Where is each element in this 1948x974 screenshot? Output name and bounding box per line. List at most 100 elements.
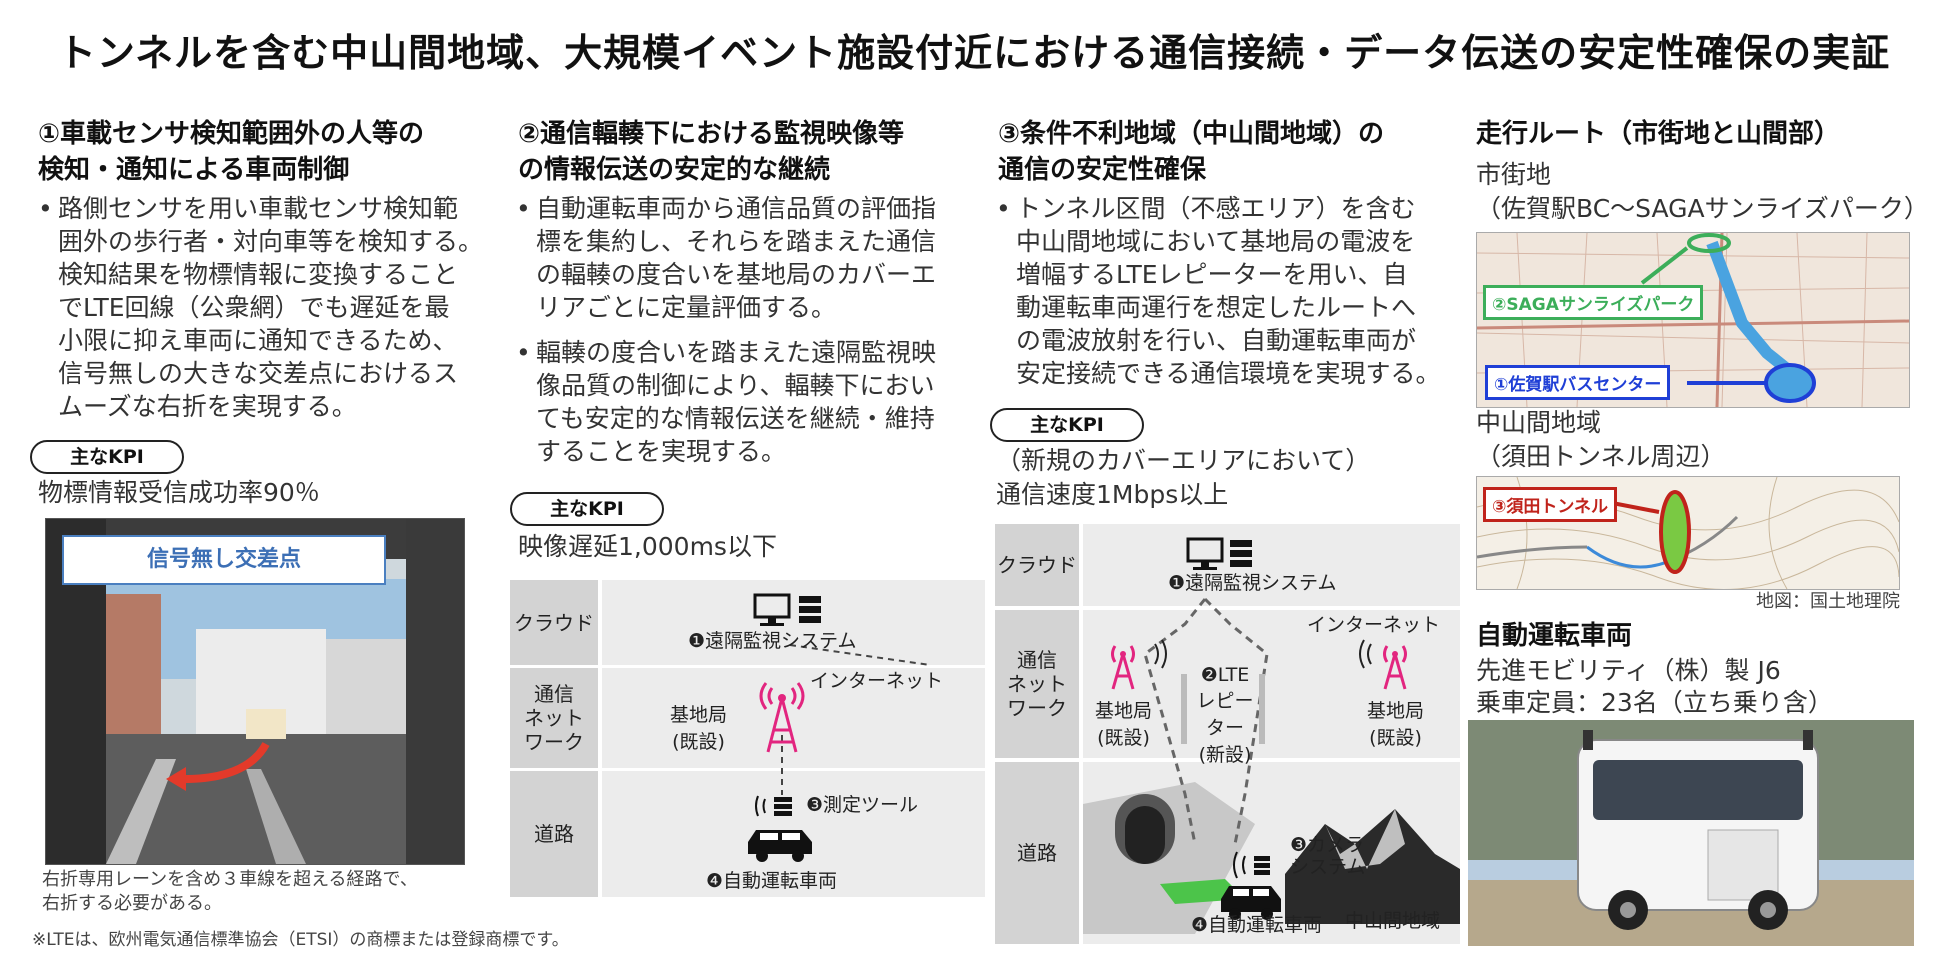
text-line: 安定接続できる通信環境を実現する。 [1016,359,1441,388]
footnote: ※LTEは、欧州電気通信標準協会（ETSI）の商標または登録商標です。 [32,930,569,950]
text-line: 信号無しの大きな交差点におけるス [58,359,459,388]
city-route-label: 市街地 （佐賀駅BC～SAGAサンライズパーク） [1476,158,1946,226]
internet-label: インターネット [1307,614,1441,636]
vehicle-maker: 先進モビリティ（株）製 J6 [1476,656,1781,685]
col2-bullet: 輻輳の度合いを踏まえた遠隔監視映 像品質の制御により、輻輳下におい ても安定的な… [516,336,986,468]
text-line: 中山間地域において基地局の電波を [1016,227,1416,256]
col3-kpi-badge: 主なKPI [990,408,1144,442]
col1-bullets: 路側センサを用い車載センサ検知範 囲外の歩行者・対向車等を検知する。 検知結果を… [38,192,518,423]
text-line: (既設) [1097,727,1150,749]
col1-kpi-badge: 主なKPI [30,440,184,474]
text-line: 路側センサを用い車載センサ検知範 [58,194,459,223]
map-label-bus-center: ①佐賀駅バスセンター [1485,365,1671,400]
col3-heading-line1: ③条件不利地域（中山間地域）の [998,119,1385,149]
col3-diagram-graphics [1083,537,1460,934]
text-line: 小限に抑え車両に通知できるため、 [58,326,458,355]
text-line: 像品質の制御により、輻輳下におい [536,371,935,400]
text-line: リアごとに定量評価する。 [536,293,837,322]
col3-heading-line2: 通信の安定性確保 [998,155,1207,185]
measurement-tool-label: ❸測定ツール [806,794,919,816]
text-line: （須田トンネル周辺） [1476,442,1726,471]
col1-caption: 右折専用レーンを含め３車線を超える経路で、 右折する必要がある。 [42,868,418,916]
text-line: 自動運転車両から通信品質の評価指 [536,194,937,223]
row-label-road: 道路 [510,771,598,897]
col1-heading: ①車載センサ検知範囲外の人等の 検知・通知による車両制御 [38,116,498,188]
text-line: 基地局 [1367,700,1425,722]
text-line: ❷LTE [1200,664,1250,686]
text-line: 囲外の歩行者・対向車等を検知する。 [58,227,484,256]
remote-monitor-label: ❶遠隔監視システム [688,630,857,652]
col3-bullet: トンネル区間（不感エリア）を含む 中山間地域において基地局の電波を 増幅するLT… [996,192,1476,390]
mountain-map: ③須田トンネル [1476,476,1900,590]
vehicle-heading: 自動運転車両 [1476,621,1633,651]
base-station-label: 基地局 (既設) [670,700,727,754]
row-network-area [602,668,985,768]
col2-kpi-value: 映像遅延1,000ms以下 [518,532,777,561]
col1-heading-line2: 検知・通知による車両制御 [38,155,350,185]
route-heading: 走行ルート（市街地と山間部） [1476,119,1841,149]
vehicle-photo [1468,720,1914,946]
text-line: 動運転車両運行を想定したルートへ [1016,293,1417,322]
text-line: 基地局 [1095,700,1153,722]
map-label-sunrise-park: ②SAGAサンライズパーク [1483,285,1704,320]
text-line: 通信 [534,682,574,706]
intersection-photo: 信号無し交差点 [45,518,465,865]
text-line: 中山間地域 [1476,408,1602,437]
map-credit: 地図：国土地理院 [1756,591,1900,612]
col2-heading-line2: の情報伝送の安定的な継続 [518,155,831,185]
text-line: することを実現する。 [536,437,787,466]
text-line: ても安定的な情報伝送を継続・維持 [536,404,935,433]
text-line: (新設) [1198,744,1252,766]
text-line: でLTE回線（公衆網）でも遅延を最 [58,293,450,322]
text-line: 輻輳の度合いを踏まえた遠隔監視映 [536,338,937,367]
col3-heading: ③条件不利地域（中山間地域）の 通信の安定性確保 [998,116,1468,188]
col1-kpi-value: 物標情報受信成功率90％ [38,478,320,507]
col3-kpi-value-line1: （新規のカバーエリアにおいて） [996,446,1371,475]
text-line: レピーター [1196,690,1254,739]
text-line: 市街地 [1476,160,1552,189]
base-station-right-label: 基地局 (既設) [1367,696,1424,750]
text-line: 増幅するLTEレピーターを用い、自 [1016,260,1408,289]
text-line: (既設) [672,731,725,753]
col2-diagram-graphics [748,593,931,862]
base-station-left-label: 基地局 (既設) [1095,696,1152,750]
vehicle-label: ❹自動運転車両 [706,870,838,892]
vehicle-capacity: 乗車定員：23名（立ち乗り含） [1476,688,1833,717]
text-line: ❸カメラ [1290,834,1365,856]
text-line: ネット [524,706,584,730]
lte-repeater-label: ❷LTE レピーター (新設) [1190,664,1260,767]
col2-bullets: 自動運転車両から通信品質の評価指 標を集約し、それらを踏まえた通信 の輻輳の度合… [516,192,986,468]
text-line: ムーズな右折を実現する。 [58,392,357,421]
vehicle-label: ❹自動運転車両 [1191,914,1323,936]
camera-system-label: ❸カメラ システム [1290,834,1365,878]
col2-bullet: 自動運転車両から通信品質の評価指 標を集約し、それらを踏まえた通信 の輻輳の度合… [516,192,986,324]
text-line: 標を集約し、それらを踏まえた通信 [536,227,937,256]
text-line: ネット [1007,672,1067,696]
row-cloud-area [602,580,985,665]
city-map: ②SAGAサンライズパーク ①佐賀駅バスセンター [1476,232,1910,408]
caption-line: 右折する必要がある。 [42,893,222,914]
col2-kpi-badge: 主なKPI [510,492,664,526]
mountain-area-label: 中山間地域 [1345,910,1441,932]
photo-label: 信号無し交差点 [62,535,386,585]
text-line: システム [1290,856,1366,878]
page-title: トンネルを含む中山間地域、大規模イベント施設付近における通信接続・データ伝送の安… [57,31,1891,75]
mountain-route-label: 中山間地域 （須田トンネル周辺） [1476,406,1726,474]
text-line: ワーク [524,730,584,754]
caption-line: 右折専用レーンを含め３車線を超える経路で、 [42,869,418,890]
row-network-area [1083,610,1460,758]
text-line: （佐賀駅BC～SAGAサンライズパーク） [1476,194,1929,223]
text-line: トンネル区間（不感エリア）を含む [1016,194,1416,223]
text-line: ワーク [1007,696,1067,720]
text-line: 通信 [1017,648,1057,672]
col1-bullet: 路側センサを用い車載センサ検知範 囲外の歩行者・対向車等を検知する。 検知結果を… [38,192,518,423]
col2-heading: ②通信輻輳下における監視映像等 の情報伝送の安定的な継続 [518,116,978,188]
text-line: (既設) [1369,727,1422,749]
col2-diagram: クラウド 通信 ネット ワーク 道路 [510,580,985,897]
vehicle-photo-illustration [1468,720,1914,946]
text-line: 検知結果を物標情報に変換すること [58,260,459,289]
row-label-road: 道路 [995,762,1079,944]
row-label-network: 通信 ネット ワーク [510,668,598,768]
row-label-cloud: クラウド [995,524,1079,606]
text-line: の輻輳の度合いを基地局のカバーエ [536,260,937,289]
